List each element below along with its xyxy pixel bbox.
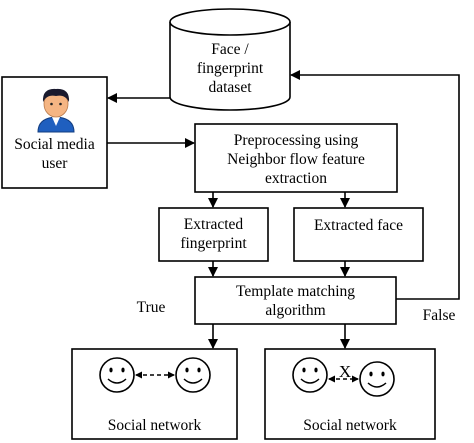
preprocess-label: Preprocessing using Neighbor flow featur… [227,132,365,187]
extracted-fingerprint-box [158,207,269,262]
network-true-box [71,348,238,440]
extracted-fingerprint-label: Extracted fingerprint [180,216,247,252]
blocked-x-mark: X [338,362,352,381]
smiley-face-icon [175,357,211,393]
arrow-false-feedback [290,70,460,300]
true-label: True [136,299,166,316]
template-matching-label: Template matching algorithm [236,283,355,319]
smiley-face-icon [99,357,135,393]
user-label: Social media user [14,136,95,172]
dataset-label: Face / fingerprint dataset [196,41,264,96]
false-label: False [422,307,456,324]
extracted-face-label: Extracted face [313,217,404,234]
smiley-face-icon [359,361,395,397]
user-avatar-icon [37,88,75,133]
extracted-face-box [293,207,424,262]
network-false-label: Social network [303,417,397,434]
dataset-cylinder [169,8,291,111]
smiley-face-icon [292,357,328,393]
network-false-box [264,348,436,440]
preprocess-box [194,123,398,193]
network-true-label: Social network [107,417,202,434]
template-matching-box [194,276,397,325]
